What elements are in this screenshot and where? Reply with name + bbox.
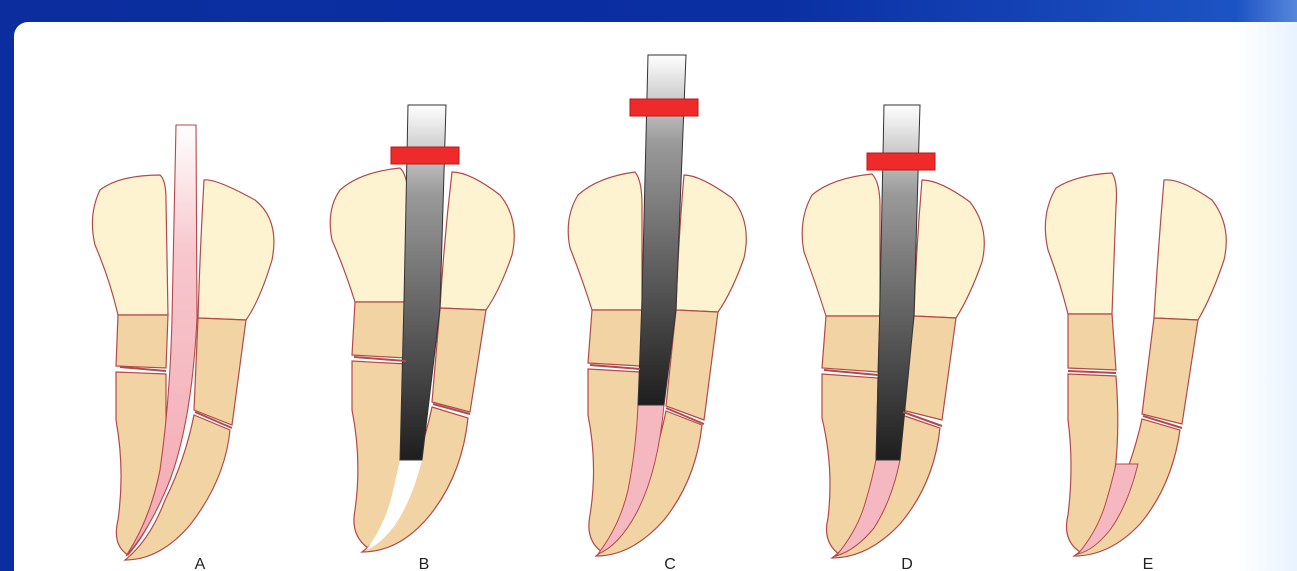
rubber-stopper — [630, 99, 698, 116]
stage-label-c: C — [664, 556, 676, 571]
rubber-stopper — [391, 147, 459, 164]
tooth-stage-d — [802, 105, 984, 558]
tooth-stage-a — [92, 125, 274, 560]
stage-label-a: A — [195, 556, 206, 571]
tooth-stage-c — [568, 55, 746, 556]
rubber-stopper — [867, 153, 935, 170]
stage-label-d: D — [901, 556, 913, 571]
tooth-stage-e — [1045, 173, 1226, 556]
stage-label-b: B — [419, 556, 430, 571]
stage-label-e: E — [1143, 556, 1154, 571]
tooth-stage-b — [330, 105, 514, 552]
